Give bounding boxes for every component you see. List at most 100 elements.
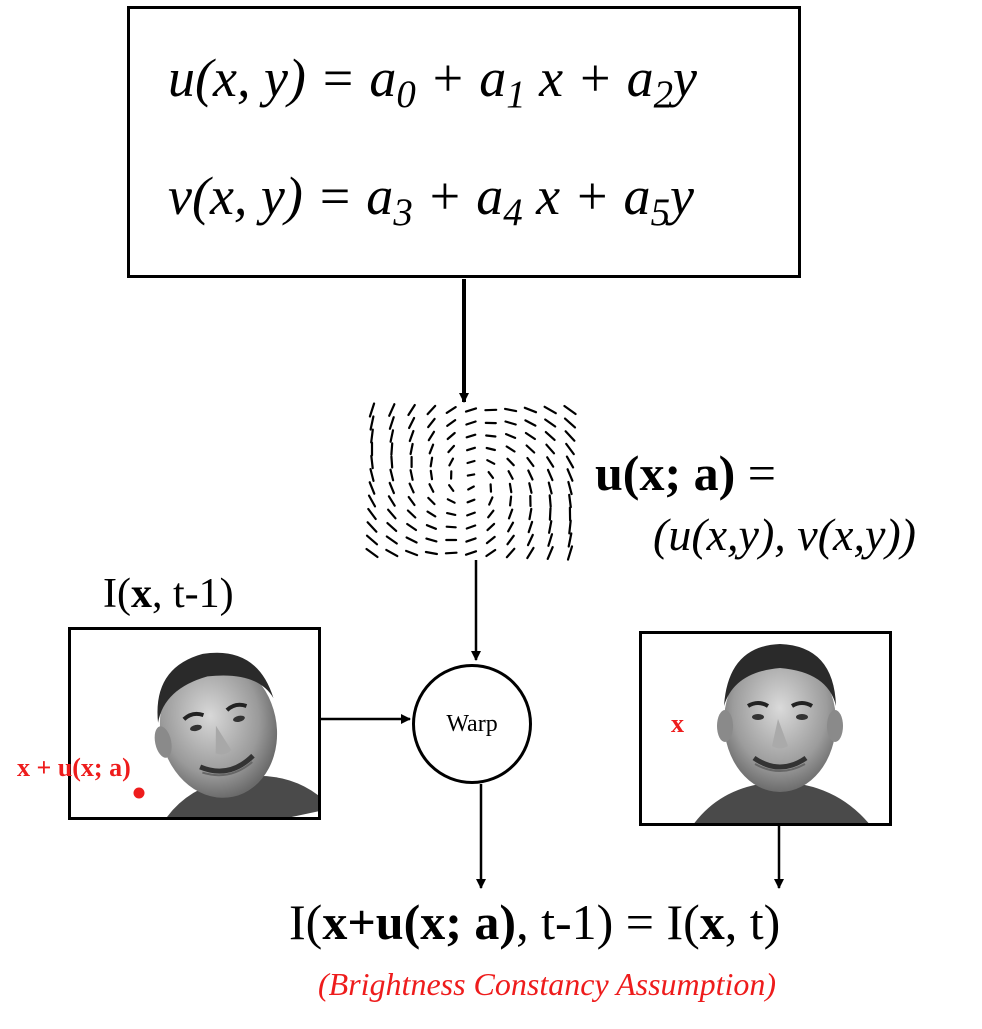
flow-vector	[447, 444, 456, 454]
curr-frame-image	[639, 631, 892, 826]
equation-part1: I(	[289, 894, 323, 950]
warp-label: Warp	[446, 710, 498, 737]
flow-vector	[567, 532, 573, 548]
prev-frame-image	[68, 627, 321, 820]
flow-vector	[528, 482, 533, 494]
flow-vector	[547, 481, 553, 495]
u-eq-end: y	[673, 48, 697, 108]
v-equation: v(x, y) = a3 + a4 x + a5y	[168, 166, 694, 232]
v-eq-sub0: 3	[393, 190, 413, 234]
v-eq-end: y	[670, 166, 694, 226]
flow-vector	[388, 481, 395, 495]
flow-label-eq: =	[735, 445, 776, 501]
flow-vector	[408, 429, 415, 443]
flow-vector	[507, 521, 515, 533]
flow-vector	[465, 420, 477, 426]
flow-vector	[547, 520, 553, 534]
flow-vector	[424, 550, 438, 556]
flow-vector	[429, 469, 434, 481]
flow-vector	[407, 495, 416, 507]
flow-vector	[427, 417, 436, 429]
v-eq-sub2: 5	[650, 190, 670, 234]
flow-vector	[466, 446, 476, 452]
flow-label-line2: (u(x,y), v(x,y))	[653, 509, 916, 560]
flow-vector	[464, 550, 478, 556]
flow-vector	[390, 442, 394, 456]
u-equation: u(x, y) = a0 + a1 x + a2y	[168, 48, 697, 114]
flow-vector	[385, 548, 399, 558]
flow-vector	[368, 402, 376, 418]
flow-vector	[508, 482, 513, 494]
u-eq-part2: x + a	[539, 48, 654, 108]
flow-vector	[366, 521, 378, 533]
flow-vector	[426, 404, 437, 416]
flow-vector	[387, 508, 397, 520]
flow-vector	[523, 406, 538, 414]
flow-vector	[405, 536, 418, 544]
warp-node: Warp	[412, 664, 532, 784]
u-eq-sub0: 0	[396, 72, 416, 116]
flow-vector	[568, 493, 572, 509]
flow-vector	[369, 415, 375, 431]
flow-vector	[543, 405, 557, 415]
flow-vector	[544, 431, 556, 441]
flow-vector	[367, 507, 377, 521]
flow-vector	[390, 455, 394, 469]
flow-vector	[487, 509, 495, 519]
flow-vector	[466, 498, 476, 504]
flow-vector	[548, 494, 552, 508]
flow-vector	[525, 444, 536, 454]
flow-vector	[427, 496, 436, 506]
flow-vector	[526, 456, 535, 468]
flow-vector	[425, 524, 437, 530]
prev-title-bold: x	[130, 571, 152, 617]
flow-vector	[504, 407, 518, 413]
flow-vector	[407, 403, 416, 417]
flow-vector	[546, 456, 555, 468]
curr-point-label: x	[671, 709, 684, 738]
flow-vector	[428, 483, 435, 493]
flow-vector	[506, 457, 515, 467]
flow-vector	[567, 480, 573, 496]
flow-vector	[546, 468, 554, 482]
flow-vector	[389, 429, 395, 443]
flow-vector	[466, 511, 476, 517]
flow-vector	[370, 454, 374, 470]
flow-vector	[509, 495, 513, 507]
flow-vector	[466, 459, 476, 465]
flow-vector	[409, 469, 414, 481]
flow-vector	[467, 485, 475, 491]
flow-vector	[370, 428, 374, 444]
flow-vector	[445, 525, 457, 529]
flow-vector	[428, 443, 435, 455]
prev-point-label: x + u(x; a)	[17, 753, 131, 782]
flow-vector	[365, 547, 379, 559]
flow-vector	[486, 522, 496, 532]
prev-title-post: , t-1)	[151, 571, 234, 617]
flow-vector	[546, 545, 554, 561]
prev-title-pre: I(	[103, 571, 131, 617]
flow-vector	[389, 468, 395, 482]
v-eq-part1: + a	[426, 166, 504, 226]
flow-vector	[527, 469, 534, 481]
flow-vector	[406, 509, 417, 519]
u-eq-sub1: 1	[506, 72, 526, 116]
flow-label-bold: u(x; a)	[595, 445, 736, 501]
flow-vector	[448, 457, 455, 467]
equation-bold1: x+u(x; a)	[322, 894, 517, 950]
equation-bold2: x	[699, 894, 725, 950]
flow-vector	[548, 507, 552, 521]
flow-vector	[365, 534, 379, 546]
flow-vector	[387, 495, 396, 507]
flow-vector	[369, 468, 375, 482]
flow-vector	[563, 417, 577, 429]
flow-vector	[528, 507, 533, 521]
flow-vector	[485, 446, 496, 452]
flow-vector	[507, 470, 514, 480]
prev-frame-title: I(x, t-1)	[103, 573, 234, 615]
flow-vector	[386, 521, 398, 533]
flow-vector	[464, 407, 478, 413]
flow-vector	[465, 433, 477, 439]
flow-vector	[507, 508, 514, 520]
